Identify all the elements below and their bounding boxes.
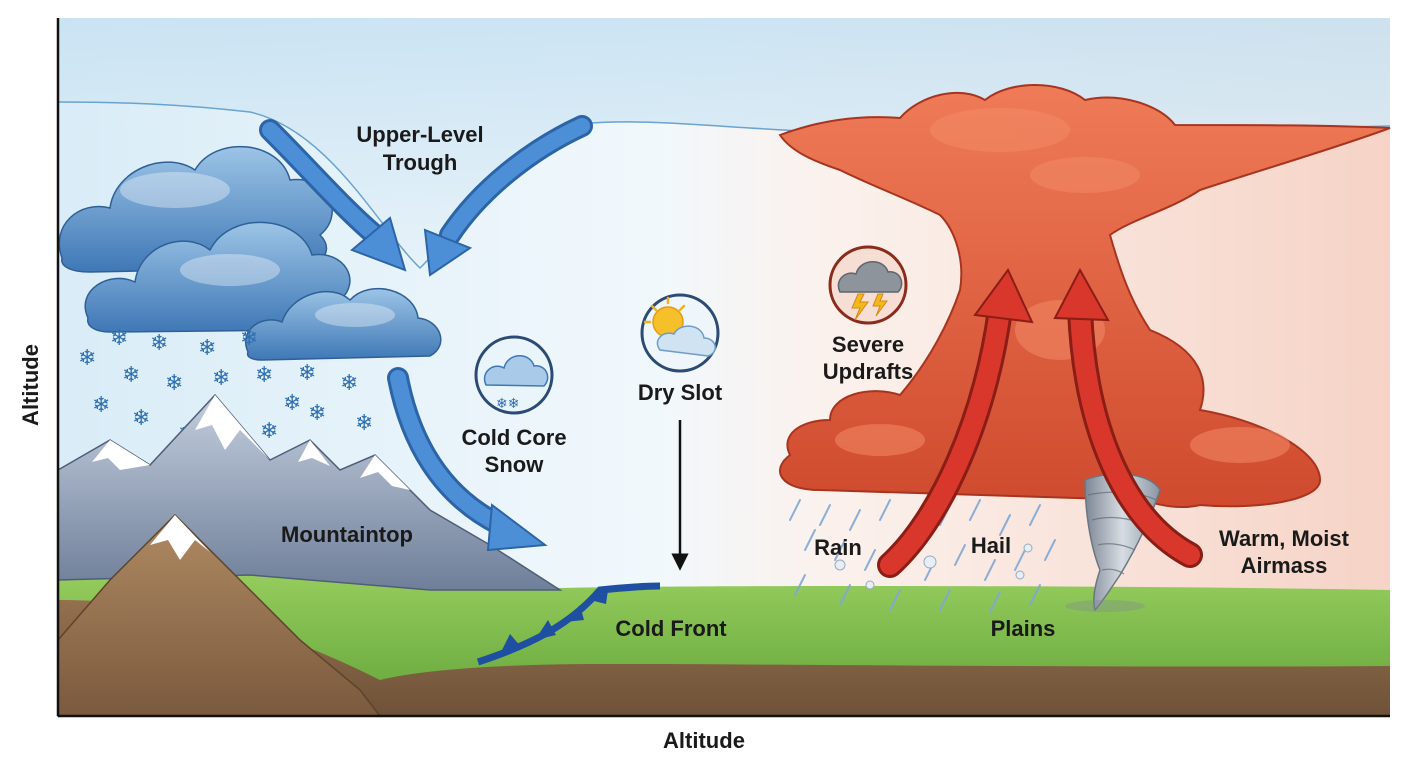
thunderstorm-icon [828, 245, 908, 325]
cold-front [476, 582, 661, 666]
ground [58, 559, 1390, 716]
svg-text:❄: ❄ [212, 366, 230, 391]
svg-text:❄: ❄ [198, 336, 216, 361]
svg-text:❄: ❄ [165, 371, 183, 396]
mountaintop-label: Mountaintop [281, 522, 413, 547]
hailstones [834, 543, 1033, 590]
svg-text:❄: ❄ [110, 326, 128, 351]
svg-text:❄: ❄ [240, 326, 258, 351]
dry-slot-label: Dry Slot [638, 380, 723, 405]
plains-label: Plains [991, 616, 1056, 641]
svg-text:❄: ❄ [122, 363, 140, 388]
y-axis-label: Altitude [18, 344, 43, 426]
updrafts-label-line2: Updrafts [823, 359, 913, 384]
cold-core-label-line2: Snow [485, 452, 545, 477]
x-axis-label: Altitude [663, 728, 745, 753]
svg-text:❄: ❄ [340, 371, 358, 396]
partly-sunny-icon [640, 293, 720, 373]
snow-clouds [58, 145, 442, 361]
updrafts-label-line1: Severe [832, 332, 904, 357]
trough-arrows [259, 115, 593, 277]
axes-frame [56, 18, 1390, 718]
warm-airmass-label-line2: Airmass [1241, 553, 1328, 578]
rain-label: Rain [814, 535, 862, 560]
trough-label-line2: Trough [383, 150, 458, 175]
updraft-arrows [877, 267, 1203, 578]
svg-text:❄: ❄ [132, 406, 150, 431]
cold-air-arrow [387, 367, 548, 552]
svg-text:❄: ❄ [308, 401, 326, 426]
warm-airmass-label-line1: Warm, Moist [1219, 526, 1350, 551]
svg-text:❄❄: ❄❄ [496, 396, 519, 412]
cold-front-label: Cold Front [615, 616, 727, 641]
trough-label-line1: Upper-Level [356, 122, 483, 147]
svg-text:❄: ❄ [355, 411, 373, 436]
svg-text:❄: ❄ [255, 363, 273, 388]
svg-text:❄: ❄ [78, 346, 96, 371]
svg-text:❄: ❄ [150, 331, 168, 356]
svg-text:❄: ❄ [260, 419, 278, 444]
svg-text:❄: ❄ [298, 361, 316, 386]
svg-text:❄: ❄ [92, 393, 110, 418]
cold-core-label-line1: Cold Core [461, 425, 566, 450]
mountains [57, 393, 563, 717]
svg-text:❄: ❄ [283, 391, 301, 416]
hail-label: Hail [971, 533, 1011, 558]
snow-cloud-icon: ❄❄ [474, 335, 554, 415]
